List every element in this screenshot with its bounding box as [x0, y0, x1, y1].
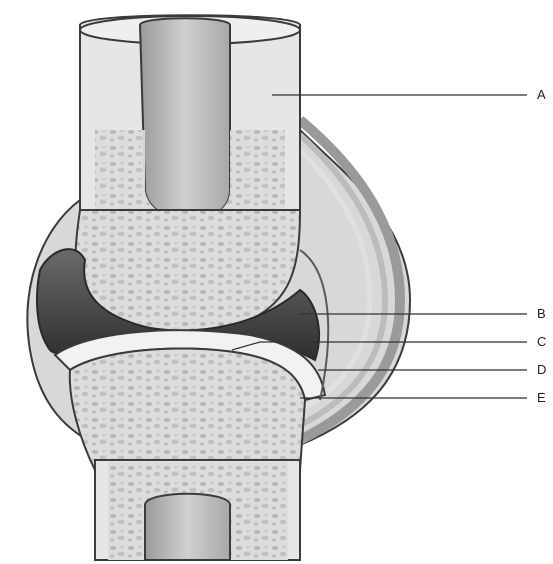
label-c: C [537, 334, 547, 349]
lower-medullary-cavity [145, 494, 230, 560]
label-b: B [537, 306, 546, 321]
label-a: A [537, 87, 546, 102]
lower-epiphysis [70, 348, 305, 470]
label-e: E [537, 390, 546, 405]
label-d: D [537, 362, 547, 377]
medullary-cavity [140, 18, 230, 220]
